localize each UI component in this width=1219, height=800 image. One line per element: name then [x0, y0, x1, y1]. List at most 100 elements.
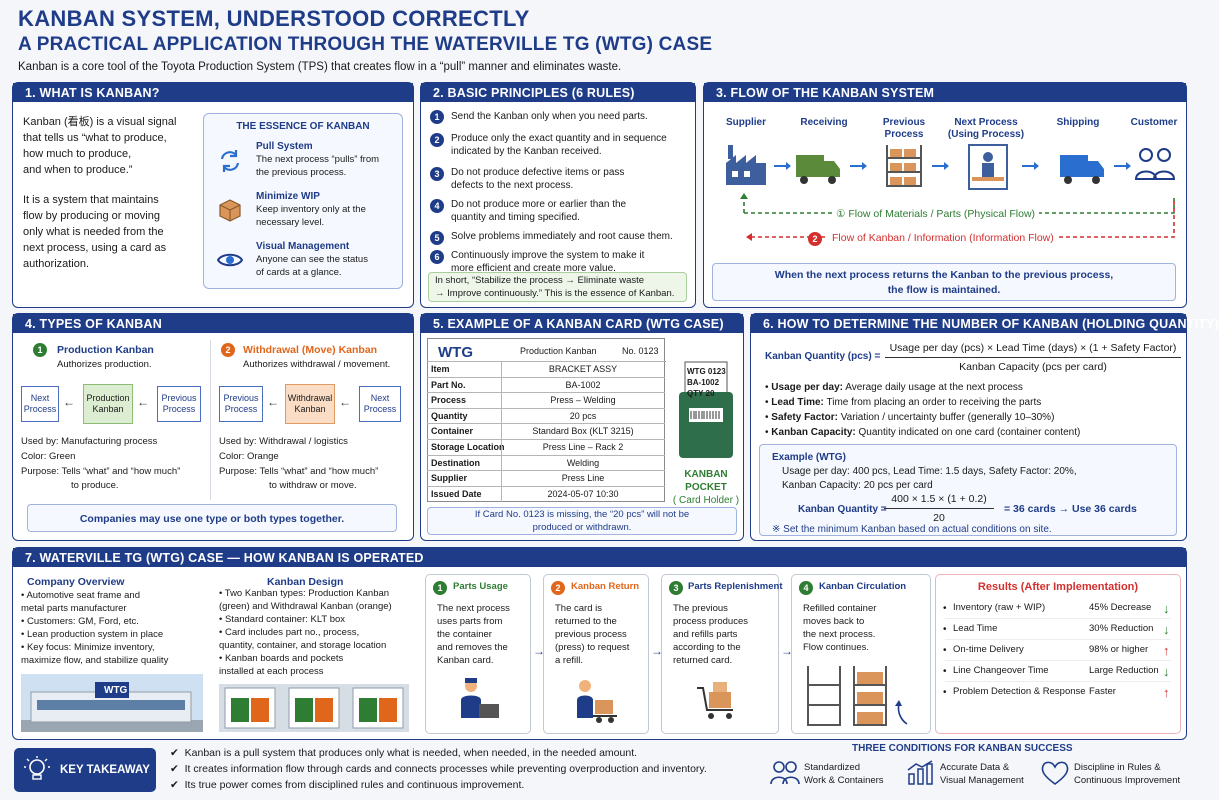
section-kanban-quantity: 6. HOW TO DETERMINE THE NUMBER OF KANBAN… [750, 313, 1219, 541]
page-subtitle: A PRACTICAL APPLICATION THROUGH THE WATE… [18, 34, 713, 55]
card-field-row: Part No.BA-1002 [427, 376, 665, 393]
withdrawal-kanban-detail: Color: Orange [219, 451, 279, 462]
design-line: • Card includes part no., process, [219, 627, 360, 638]
factory-building-image [21, 674, 203, 732]
result-value: Faster [1089, 686, 1116, 697]
definition: • Kanban Capacity: Quantity indicated on… [765, 427, 1081, 438]
factory-icon [726, 145, 766, 185]
result-value: 45% Decrease [1089, 602, 1152, 613]
production-kanban-sub: Authorizes production. [57, 359, 152, 370]
cart-worker-icon [577, 680, 617, 723]
result-trend-icon: ↑ [1163, 685, 1170, 700]
rule-number: 5 [430, 231, 444, 245]
card-field-label: Container [431, 426, 474, 437]
overview-title: Company Overview [27, 576, 125, 588]
building-logo: WTG [104, 685, 128, 696]
withdrawal-kanban-detail: Purpose: Tells “what” and “how much” [219, 466, 379, 477]
section-title: 1. WHAT IS KANBAN? [13, 83, 413, 102]
kanban-card: WTG Production Kanban No. 0123 [427, 338, 666, 502]
card-field-label: Storage Location [431, 442, 505, 452]
key-takeaway-badge: KEY TAKEAWAY [14, 748, 156, 792]
overview-line: • Lean production system in place [21, 629, 164, 640]
type-number: 1 [33, 343, 47, 357]
pocket-label: POCKET [685, 482, 727, 493]
card-field-value: Press Line [561, 473, 605, 484]
result-bullet: • [943, 624, 947, 635]
card-field-value: Standard Box (KLT 3215) [532, 426, 634, 437]
page-intro: Kanban is a core tool of the Toyota Prod… [18, 61, 622, 73]
rule-text: Produce only the exact quantity and in s… [451, 133, 667, 144]
withdrawal-kanban-detail: to withdraw or move. [269, 480, 357, 491]
card-field-value: 20 pcs [569, 410, 597, 421]
rule-text: Do not produce more or earlier than the [451, 199, 627, 210]
card-field-label: Issued Date [431, 488, 482, 499]
section-wtg-case: 7. WATERVILLE TG (WTG) CASE — HOW KANBAN… [12, 547, 1187, 740]
section-title: 4. TYPES OF KANBAN [13, 314, 413, 333]
results-box [935, 574, 1181, 734]
info-flow-number: 2 [808, 232, 822, 246]
condition-text: Continuous Improvement [1074, 775, 1181, 786]
card-field-label: Process [431, 395, 467, 406]
card-logo: WTG [438, 344, 473, 361]
definition-line: how much to produce, [23, 147, 132, 160]
card-note: If Card No. 0123 is missing, the “20 pcs… [427, 507, 737, 535]
definition-line: Kanban (看板) is a visual signal [23, 116, 177, 128]
rack-icon [807, 666, 908, 726]
result-value: Large Reduction [1089, 665, 1159, 676]
production-kanban-detail: Color: Green [21, 451, 76, 462]
pocket-label: KANBAN [684, 469, 728, 480]
step-title: Kanban Circulation [819, 581, 907, 592]
step-card [791, 574, 931, 734]
essence-item-title: Minimize WIP [256, 191, 320, 202]
result-trend-icon: ↓ [1163, 664, 1170, 679]
step-card [661, 574, 779, 734]
results-title: Results (After Implementation) [977, 581, 1139, 593]
definition: • Usage per day: Average daily usage at … [765, 382, 1023, 393]
arrow-right-icon [774, 162, 791, 170]
takeaway-point: ✔ Its true power comes from disciplined … [170, 779, 525, 791]
workstation-icon [968, 144, 1008, 190]
step-card [425, 574, 531, 734]
section-kanban-flow: 3. FLOW OF THE KANBAN SYSTEM Supplier Re… [703, 82, 1187, 308]
formula-lhs: Kanban Quantity (pcs) = [765, 351, 881, 362]
overview-line: metal parts manufacturer [21, 603, 127, 614]
overview-line: • Automotive seat frame and [21, 590, 140, 601]
definition: • Safety Factor: Variation / uncertainty… [765, 412, 1055, 423]
result-value: 98% or higher [1089, 644, 1149, 655]
principles-summary: In short, “Stabilize the process → Elimi… [428, 272, 687, 302]
result-bullet: • [943, 603, 947, 614]
arrow-left-icon: ← [267, 395, 279, 409]
description-line: authorization. [23, 257, 90, 270]
stage-label: Customer [1130, 117, 1178, 128]
definition: • Lead Time: Time from placing an order … [765, 397, 1042, 408]
production-kanban-detail: Purpose: Tells “what” and “how much” [21, 466, 181, 477]
mini-card-text: QTY 20 [687, 389, 715, 398]
production-kanban-detail: Used by: Manufacturing process [21, 436, 158, 447]
people-icon [770, 761, 800, 785]
people-icon [1134, 148, 1176, 180]
section-title: 2. BASIC PRINCIPLES (6 RULES) [421, 83, 695, 102]
result-metric: Inventory (raw + WIP) [953, 602, 1046, 613]
arrow-left-icon: ← [137, 395, 149, 409]
stage-label: Next Process [954, 117, 1018, 128]
stage-label: Process [884, 129, 924, 140]
step-number: 3 [669, 581, 683, 595]
result-bullet: • [943, 666, 947, 677]
result-trend-icon: ↓ [1163, 601, 1170, 616]
design-line: installed at each process [219, 666, 324, 677]
takeaway-point: ✔ Kanban is a pull system that produces … [170, 747, 638, 759]
key-takeaway-label: KEY TAKEAWAY [60, 764, 150, 776]
step-title: Parts Usage [453, 581, 508, 592]
rule-text: defects to the next process. [451, 180, 574, 191]
card-field-row: Container Standard Box (KLT 3215) [427, 423, 665, 440]
production-kanban-title: Production Kanban [57, 344, 154, 356]
condition-text: Visual Management [940, 775, 1024, 786]
section-title: 6. HOW TO DETERMINE THE NUMBER OF KANBAN… [751, 314, 1219, 333]
arrow-left-icon: ← [63, 395, 75, 409]
card-field-value: BA-1002 [565, 379, 601, 390]
material-flow-label: ① Flow of Materials / Parts (Physical Fl… [832, 207, 1040, 222]
eye-icon [216, 253, 244, 267]
